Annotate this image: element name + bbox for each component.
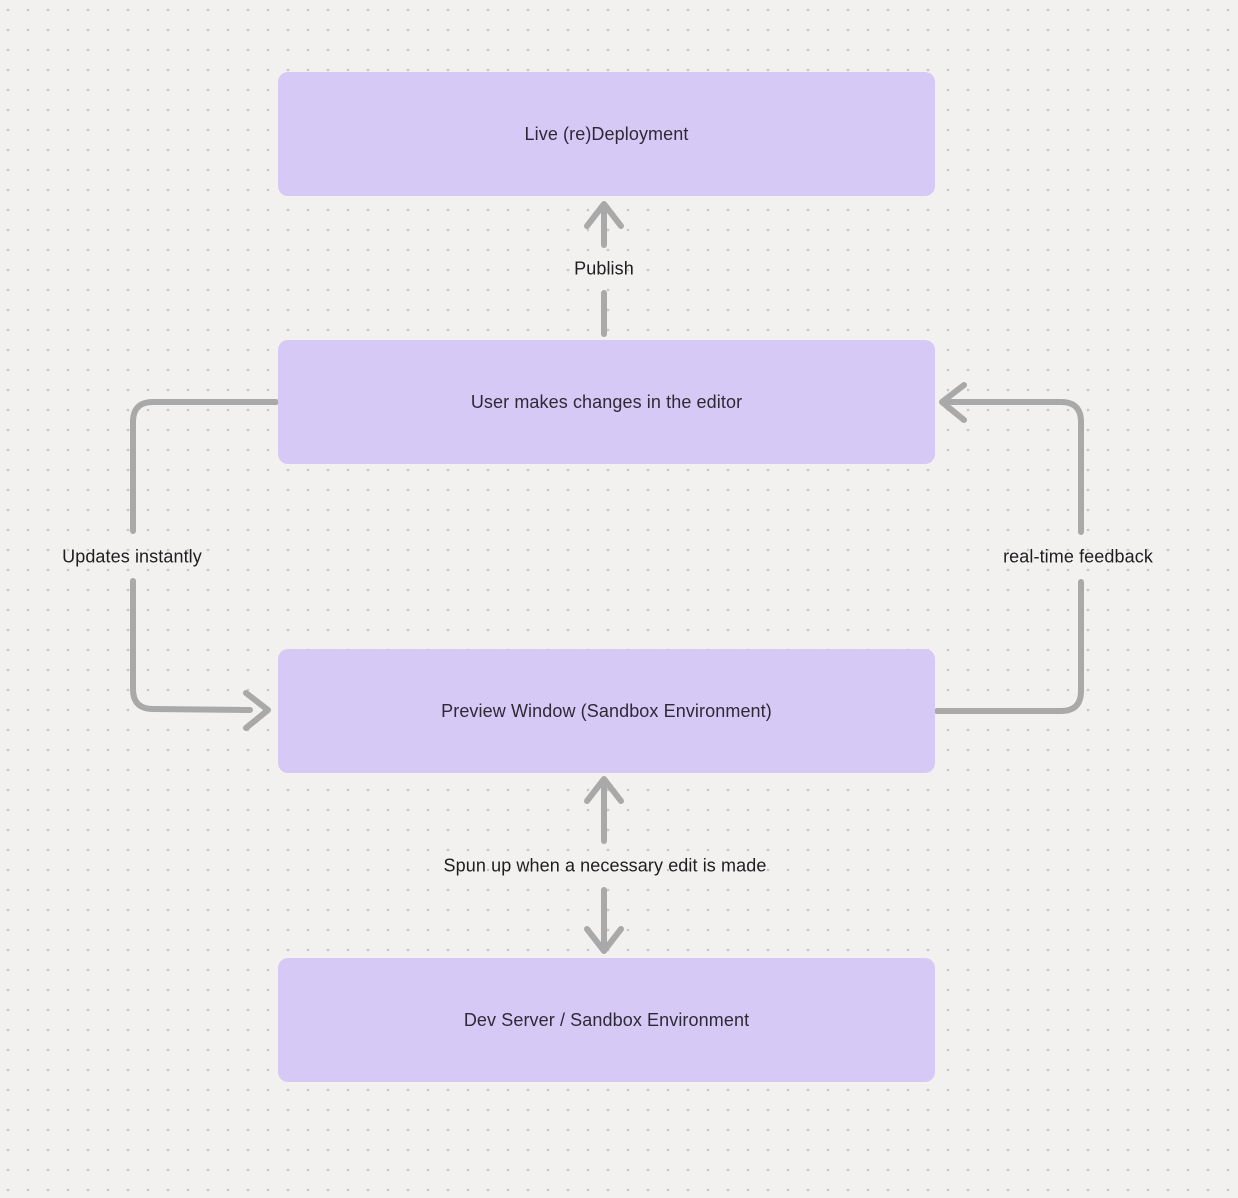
node-label: Dev Server / Sandbox Environment xyxy=(463,1009,750,1030)
node-label: Live (re)Deployment xyxy=(524,123,689,144)
edge-label-updates-instantly[interactable]: Updates instantly xyxy=(62,546,202,567)
arrow-realtime-segment-top xyxy=(947,399,1084,535)
node-label: Preview Window (Sandbox Environment) xyxy=(441,700,772,721)
edge-label-realtime-feedback[interactable]: real-time feedback xyxy=(1003,546,1153,567)
edge-label-spun-up[interactable]: Spun up when a necessary edit is made xyxy=(443,855,767,876)
arrowhead-up-icon xyxy=(584,776,624,804)
node-label: User makes changes in the editor xyxy=(470,391,743,412)
arrowhead-left-icon xyxy=(939,382,967,423)
node-live-redeployment[interactable]: Live (re)Deployment xyxy=(278,72,935,196)
arrow-updates-segment-top xyxy=(130,399,279,534)
arrowhead-down-icon xyxy=(584,926,624,954)
node-preview-window[interactable]: Preview Window (Sandbox Environment) xyxy=(278,649,935,773)
edge-label-publish[interactable]: Publish xyxy=(574,258,634,279)
arrow-updates-segment-bottom xyxy=(130,578,253,713)
arrow-realtime-segment-bottom xyxy=(934,579,1084,714)
node-user-editor[interactable]: User makes changes in the editor xyxy=(278,340,935,464)
node-dev-server[interactable]: Dev Server / Sandbox Environment xyxy=(278,958,935,1082)
arrowhead-right-icon xyxy=(243,690,271,731)
arrowhead-up-icon xyxy=(584,201,624,229)
